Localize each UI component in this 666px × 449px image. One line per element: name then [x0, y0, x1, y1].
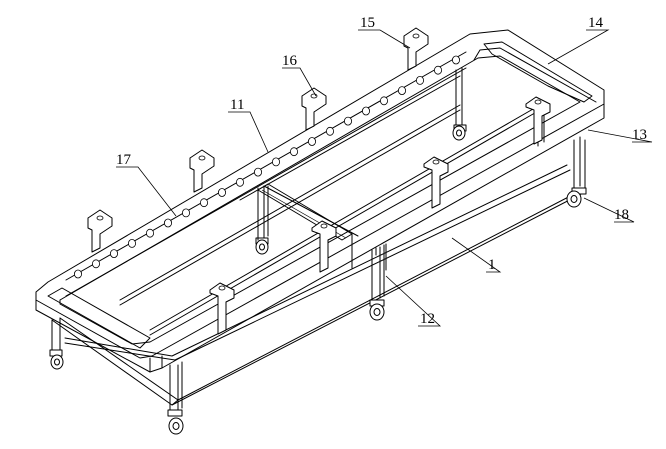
label-16: 16 — [282, 53, 298, 69]
label-18: 18 — [614, 207, 629, 223]
rail-hole — [307, 137, 316, 146]
caster-front-right — [566, 187, 587, 208]
rail-hole — [361, 106, 370, 116]
rail-hole — [110, 249, 119, 259]
rail-hole — [145, 228, 154, 238]
caster-front-middle — [369, 299, 385, 321]
rail-hole — [289, 147, 298, 157]
casters — [49, 124, 587, 435]
rail-hole — [343, 116, 352, 126]
labels: 15 14 16 11 17 13 18 12 1 — [116, 15, 647, 327]
rail-hole — [74, 269, 83, 279]
rail-hole — [433, 65, 442, 75]
rail-hole — [127, 238, 136, 248]
leader-lines — [116, 29, 653, 327]
caster-back-left — [49, 349, 64, 370]
label-13: 13 — [632, 127, 647, 143]
rail-hole — [181, 208, 190, 218]
label-12: 12 — [420, 311, 435, 327]
rail-hole — [92, 259, 101, 269]
label-17: 17 — [116, 152, 132, 168]
caster-back-right — [452, 124, 467, 141]
rail-hole — [271, 157, 280, 167]
caster-front-left — [167, 409, 184, 435]
label-11: 11 — [230, 97, 244, 113]
label-1: 1 — [488, 257, 496, 273]
perforated-rail — [65, 51, 467, 297]
label-15: 15 — [360, 15, 375, 31]
rail-hole — [451, 55, 460, 65]
rail-hole — [253, 167, 262, 177]
rail-hole — [325, 126, 334, 136]
rail-hole — [199, 198, 208, 208]
rail-hole — [217, 188, 226, 197]
top-frame — [35, 29, 605, 373]
hooks-on-shelf — [209, 96, 551, 335]
caster-back-middle — [255, 237, 269, 255]
label-14: 14 — [588, 15, 604, 31]
rail-hole — [397, 86, 406, 95]
inner-rails — [119, 67, 545, 336]
hooks-on-rail — [87, 27, 429, 253]
base-frame — [51, 139, 586, 406]
rail-hole — [235, 177, 244, 187]
rail-hole — [415, 76, 424, 85]
rail-holes — [74, 55, 460, 279]
rail-hole — [163, 218, 172, 228]
rail-hole — [379, 96, 388, 106]
